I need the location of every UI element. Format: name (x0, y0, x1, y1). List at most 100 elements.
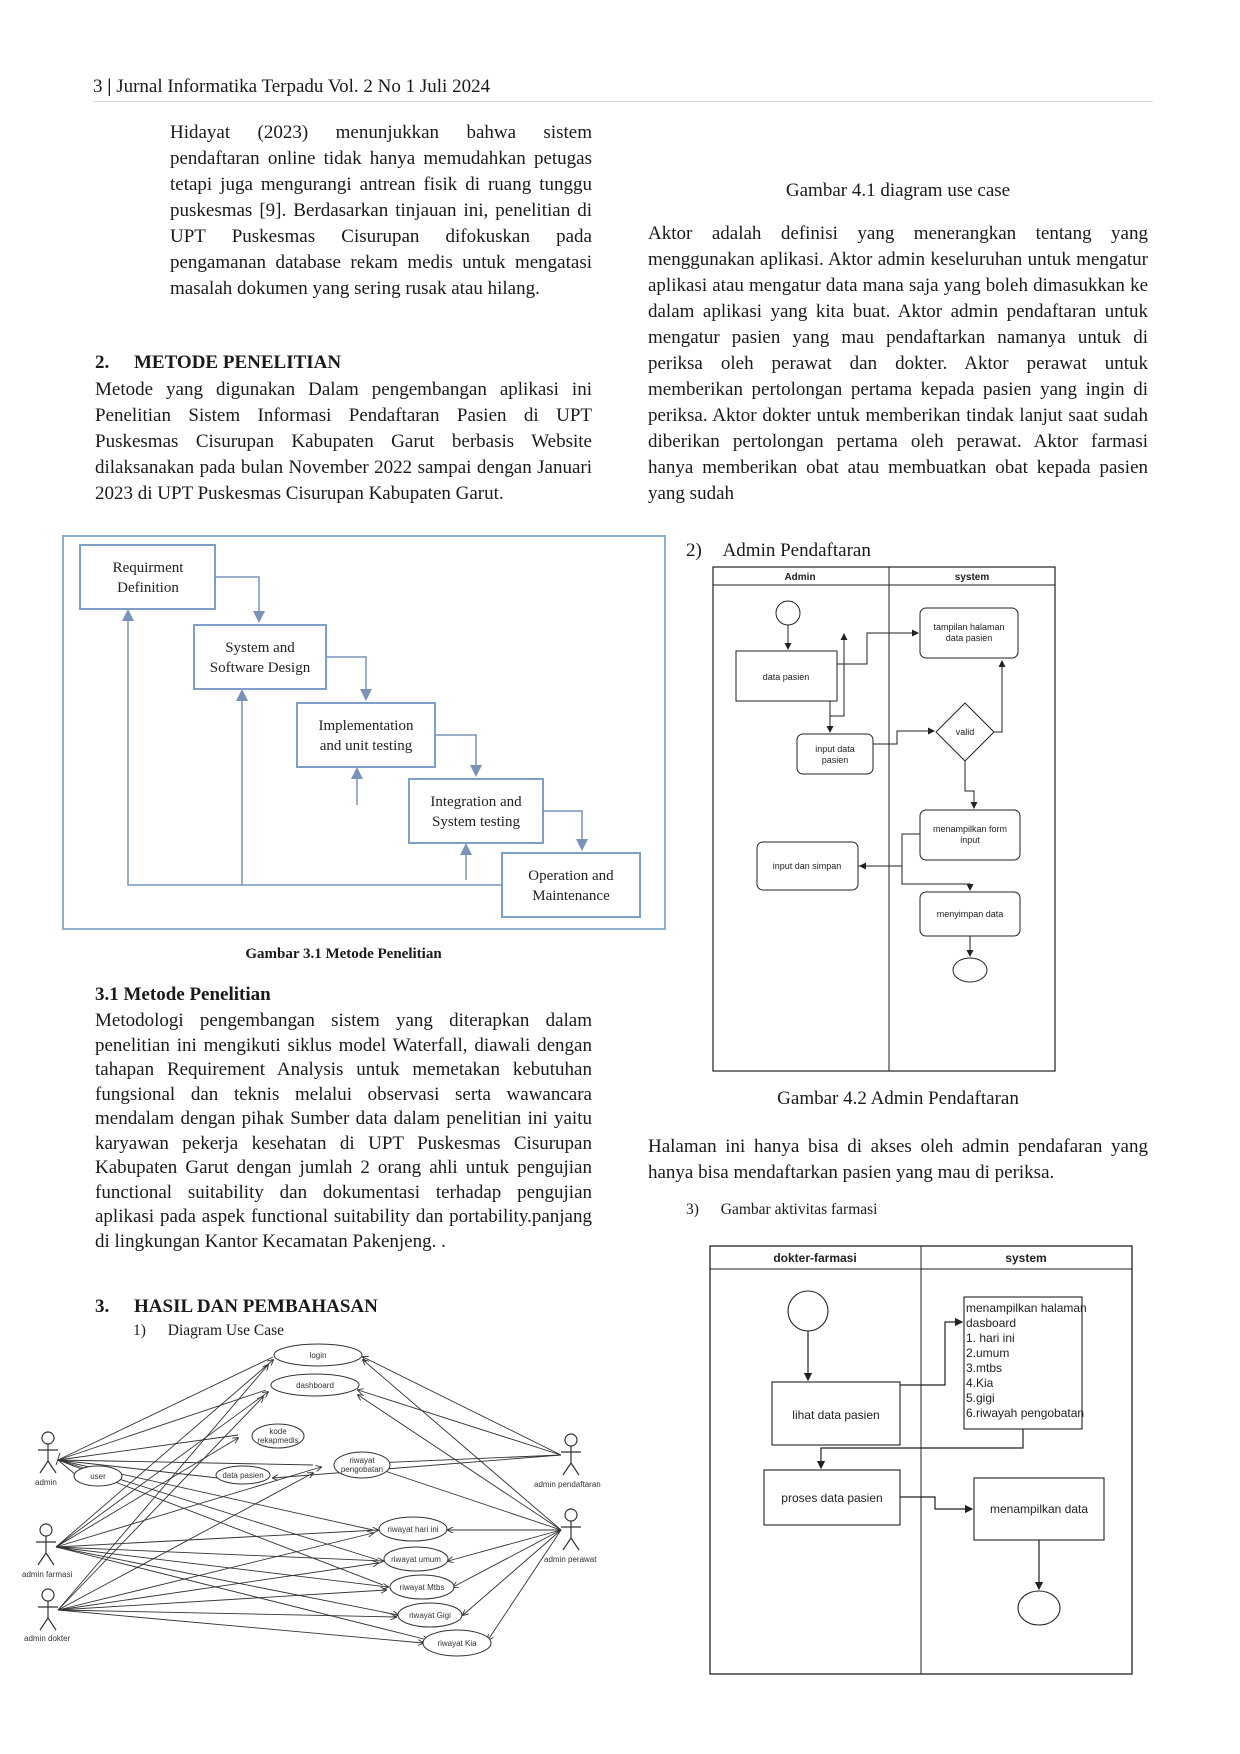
uc-riwayat: riwayat (349, 1456, 375, 1465)
journal-name: Jurnal Informatika Terpadu Vol. 2 No 1 J… (116, 76, 491, 97)
act-data-pasien: data pasien (763, 672, 810, 682)
act-input-simpan: input dan simpan (773, 861, 842, 871)
actor-admin-label: admin (35, 1478, 57, 1487)
act-form-line1: menampilkan form (933, 824, 1007, 834)
stage-4-line1: Integration and (430, 794, 522, 810)
lane-system-farmasi: system (1005, 1251, 1046, 1265)
actor-admin-dokter-label: admin dokter (24, 1634, 71, 1643)
farmasi-menu-line-2: dasboard (966, 1316, 1016, 1330)
uc-riwayat-kia: riwayat Kia (437, 1639, 477, 1648)
stage-box-3 (296, 702, 436, 768)
admin-paragraph: Halaman ini hanya bisa di akses oleh adm… (648, 1136, 1148, 1183)
item-1-label: 1) Diagram Use Case (133, 1321, 284, 1341)
farmasi-menu-line-4: 2.umum (966, 1346, 1009, 1360)
section-3-1-paragraph: Metodologi pengembangan sistem yang dite… (95, 1010, 592, 1252)
farmasi-proses-data: proses data pasien (781, 1491, 882, 1505)
uc-riwayat-mtbs: riwayat Mtbs (400, 1583, 445, 1592)
section-3-title: HASIL DAN PEMBAHASAN (134, 1296, 378, 1317)
actor-admin-pendaftaran-label: admin pendaftaran (534, 1480, 601, 1489)
act-valid: valid (956, 727, 975, 737)
lane-system: system (955, 572, 990, 583)
header-rule (93, 101, 1153, 102)
farmasi-lihat-data: lihat data pasien (792, 1408, 879, 1422)
farmasi-menampilkan-data: menampilkan data (990, 1502, 1088, 1516)
uc-user: user (90, 1472, 106, 1481)
section-3-number: 3. (95, 1296, 110, 1317)
stage-5-line1: Operation and (528, 868, 614, 884)
activity-diagram-admin-pendaftaran: Admin system data pasien tampilan halama… (712, 566, 1056, 1072)
item-2-number: 2) (686, 540, 702, 561)
activity-diagram-farmasi: dokter-farmasi system lihat data pasien … (709, 1245, 1133, 1675)
uc-dashboard: dashboard (296, 1381, 334, 1390)
initial-node (775, 600, 801, 626)
lane-dokter-farmasi: dokter-farmasi (773, 1251, 856, 1265)
item-2-text: Admin Pendaftaran (722, 540, 871, 561)
stage-3-line2: and unit testing (320, 738, 413, 754)
act-input-line1: input data (815, 744, 855, 754)
stage-1-line2: Definition (117, 580, 179, 596)
item-3-number: 3) (686, 1201, 699, 1218)
actor-admin-pendaftaran-icon (561, 1433, 581, 1476)
final-node (952, 957, 988, 983)
stage-4-line2: System testing (432, 814, 520, 830)
item-1-number: 1) (133, 1322, 146, 1339)
farmasi-final-node (1017, 1590, 1061, 1626)
actor-admin-perawat-icon (561, 1508, 581, 1551)
page-number: 3 (93, 76, 103, 97)
farmasi-menu-line-5: 3.mtbs (966, 1361, 1002, 1375)
stage-box-2 (193, 624, 327, 690)
stage-box-5 (501, 852, 641, 918)
stage-2-line2: Software Design (210, 660, 311, 676)
uc-data-pasien: data pasien (222, 1471, 263, 1480)
act-tampilan-line1: tampilan halaman (933, 622, 1004, 632)
stage-box-4 (408, 778, 544, 844)
actor-admin-farmasi-label: admin farmasi (22, 1570, 72, 1579)
stage-3-line1: Implementation (319, 718, 414, 734)
stage-2-line1: System and (225, 640, 295, 656)
uc-login: login (310, 1351, 327, 1360)
lane-admin: Admin (784, 572, 815, 583)
section-2-number: 2. (95, 352, 110, 373)
actor-admin-farmasi-icon (36, 1523, 56, 1566)
item-3-text: Gambar aktivitas farmasi (720, 1201, 878, 1218)
farmasi-menu-line-6: 4.Kia (966, 1376, 994, 1390)
item-2-label: 2) Admin Pendaftaran (686, 540, 871, 562)
farmasi-menu-line-1: menampilkan halaman (966, 1301, 1087, 1315)
section-2-paragraph: Metode yang digunakan Dalam pengembangan… (95, 379, 592, 504)
act-tampilan-line2: data pasien (946, 633, 993, 643)
section-2-title: METODE PENELITIAN (134, 352, 342, 373)
section-2-heading: 2. METODE PENELITIAN (95, 350, 341, 376)
intro-paragraph: Hidayat (2023) menunjukkan bahwa sistem … (170, 122, 592, 299)
stage-1-line1: Requirment (113, 560, 185, 576)
figure-3-1-caption: Gambar 3.1 Metode Penelitian (245, 946, 442, 962)
uc-riwayat-gigi: riwayat Gigi (409, 1611, 451, 1620)
uc-riwayat-umum: riwayat umum (391, 1555, 441, 1564)
item-3-label: 3) Gambar aktivitas farmasi (686, 1200, 877, 1220)
uc-riwayat-hari-ini: riwayat hari ini (387, 1525, 438, 1534)
actor-admin-perawat-label: admin perawat (544, 1555, 597, 1564)
figure-4-2-caption: Gambar 4.2 Admin Pendaftaran (777, 1088, 1019, 1109)
farmasi-menu-line-3: 1. hari ini (966, 1331, 1015, 1345)
figure-4-1-caption: Gambar 4.1 diagram use case (785, 180, 1011, 201)
stage-5-line2: Maintenance (532, 888, 610, 904)
uc-rekapmedis: rekapmedis (257, 1436, 298, 1445)
item-1-text: Diagram Use Case (167, 1322, 285, 1339)
uc-kode: kode (269, 1427, 287, 1436)
running-header: 3 | Jurnal Informatika Terpadu Vol. 2 No… (93, 76, 490, 98)
farmasi-menu-line-7: 5.gigi (966, 1391, 995, 1405)
header-separator: | (107, 76, 112, 97)
section-3-heading: 3. HASIL DAN PEMBAHASAN (95, 1294, 378, 1320)
actor-admin-icon (38, 1431, 58, 1474)
act-menyimpan: menyimpan data (937, 909, 1004, 919)
act-input-line2: pasien (822, 755, 849, 765)
farmasi-menu-line-8: 6.riwayah pengobatan (966, 1406, 1084, 1420)
act-form-line2: input (960, 835, 980, 845)
actor-paragraph: Aktor adalah definisi yang menerangkan t… (648, 223, 1148, 504)
use-case-diagram: admin admin farmasi admin dokter admin p… (22, 1343, 601, 1657)
section-3-1-title: 3.1 Metode Penelitian (95, 984, 271, 1005)
uc-pengobatan: pengobatan (341, 1465, 383, 1474)
stage-box-1 (79, 544, 216, 610)
actor-admin-dokter-icon (38, 1588, 58, 1631)
waterfall-diagram: Requirment Definition System and Softwar… (62, 535, 666, 930)
farmasi-initial-node (787, 1290, 829, 1332)
